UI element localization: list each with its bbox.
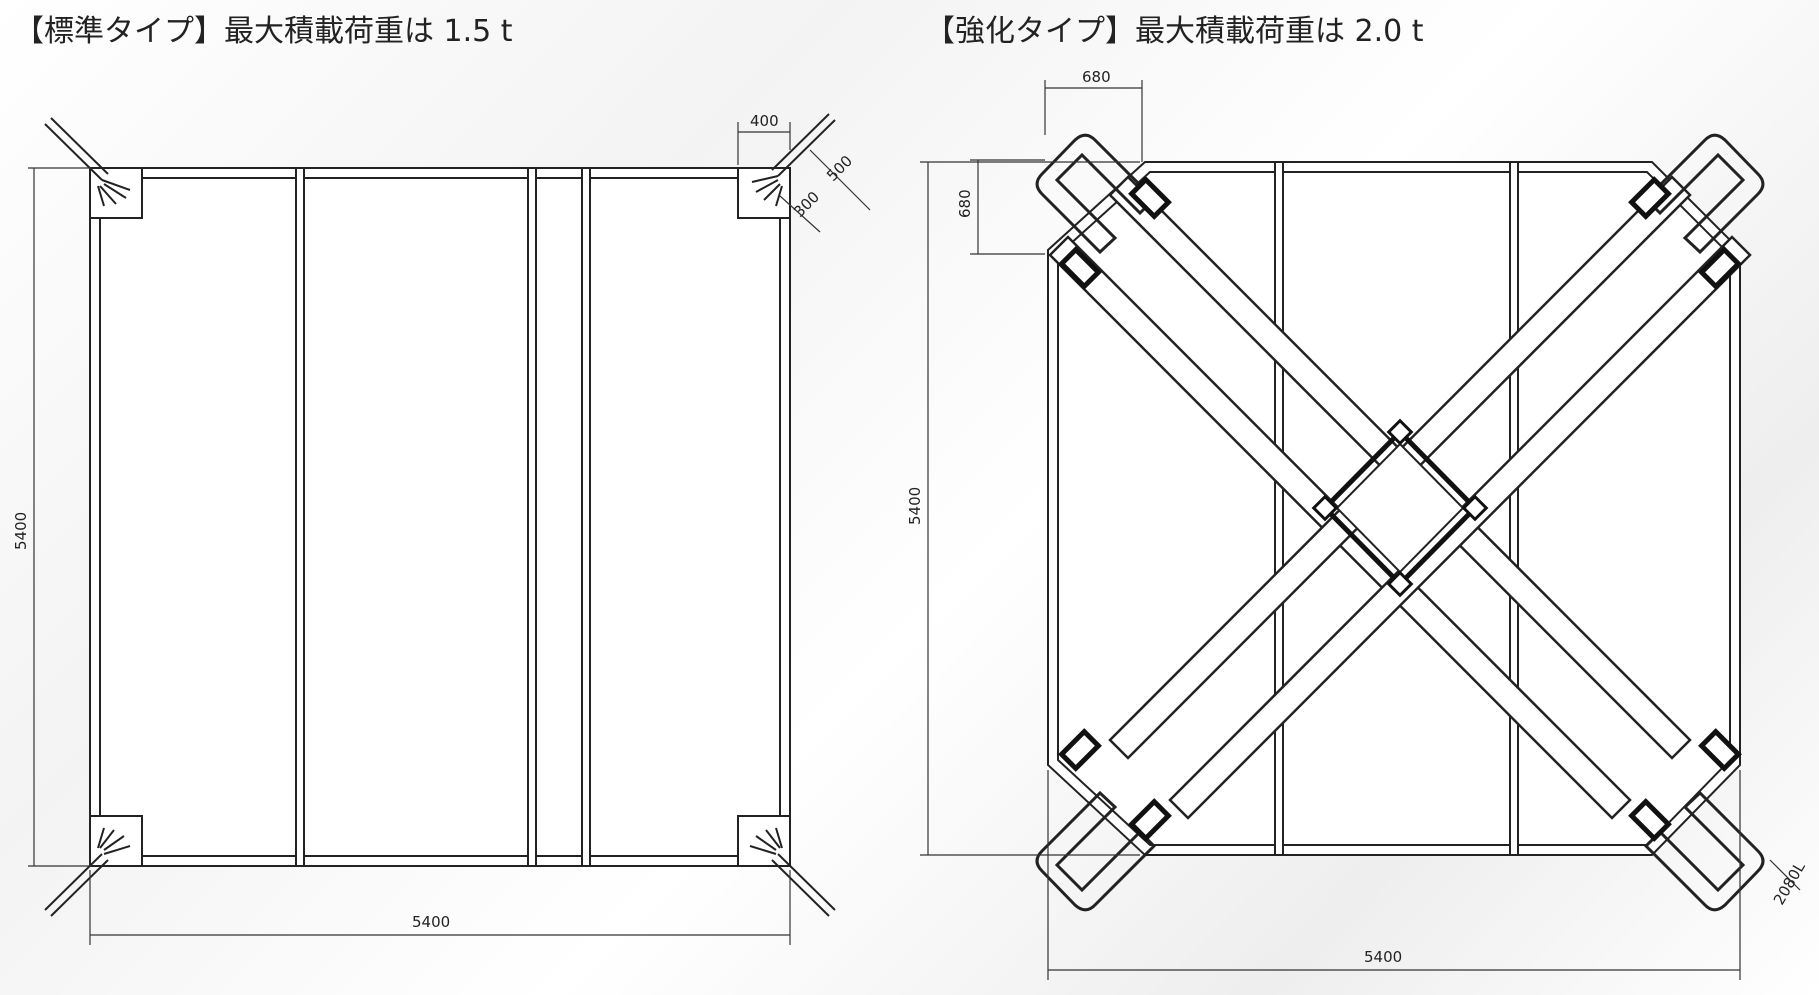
handle-loop-top-right [1643, 133, 1765, 255]
reinforced-height-label: 5400 [906, 487, 924, 525]
reinforced-sheet-diagram: 5400 5400 680 680 2080L [906, 68, 1809, 980]
reinforced-height-dimension: 5400 [906, 161, 1140, 856]
reinforced-rail-1 [1274, 161, 1284, 856]
reinforced-rail-2 [1509, 161, 1519, 856]
buckle-bl-2 [1128, 798, 1172, 842]
standard-inner-frame [99, 177, 781, 857]
standard-rail-1 [295, 167, 305, 867]
belt-diagonal-b-inner [1168, 235, 1752, 820]
center-node-right [1461, 494, 1489, 522]
corner-dim-400: 400 [750, 112, 779, 130]
reinforced-width-dimension: 5400 [1047, 770, 1741, 980]
standard-rail-2 [527, 167, 537, 867]
buckle-tr-2 [1698, 246, 1742, 290]
corner-strap-bottom-left [44, 827, 131, 917]
center-node-bottom [1386, 570, 1414, 598]
reinforced-width-label: 5400 [1364, 948, 1402, 966]
reinforced-buckles [1058, 176, 1742, 842]
standard-width-label: 5400 [412, 913, 450, 931]
buckle-tl-2 [1058, 246, 1102, 290]
standard-height-dimension: 5400 [12, 167, 92, 867]
corner-strap-top-left [44, 117, 131, 207]
handle-loop-bottom-right [1643, 790, 1765, 912]
title-reinforced-type: 【強化タイプ】最大積載荷重は 2.0 t [925, 14, 1424, 49]
buckle-tl-1 [1128, 176, 1172, 220]
buckle-bl-1 [1058, 728, 1102, 772]
corner-dim-300: 300 [790, 188, 823, 221]
handle-loop-top-left [1035, 133, 1157, 255]
center-node-left [1311, 494, 1339, 522]
center-node-top [1386, 418, 1414, 446]
title-standard-type: 【標準タイプ】最大積載荷重は 1.5 t [14, 14, 513, 49]
corner-pad-top-left [89, 167, 143, 219]
handle-width-label: 680 [1082, 68, 1111, 86]
standard-height-label: 5400 [12, 512, 30, 550]
standard-outer-frame [89, 167, 791, 867]
reinforced-handle-loops [1035, 133, 1765, 912]
buckle-br-1 [1698, 728, 1742, 772]
corner-strap-top-right [751, 113, 836, 207]
standard-sheet-diagram: 5400 5400 400 500 300 [12, 112, 871, 945]
corner-strap-bottom-right [749, 827, 836, 917]
corner-pad-top-right [737, 167, 791, 219]
buckle-tr-1 [1628, 176, 1672, 220]
handle-loop-bottom-left [1035, 790, 1157, 912]
reinforced-center-diamond [1311, 418, 1489, 598]
corner-dim-500: 500 [823, 152, 856, 185]
handle-height-label: 680 [956, 189, 974, 218]
buckle-br-2 [1628, 798, 1672, 842]
standard-width-dimension: 5400 [89, 870, 791, 945]
standard-rail-3 [581, 167, 591, 867]
